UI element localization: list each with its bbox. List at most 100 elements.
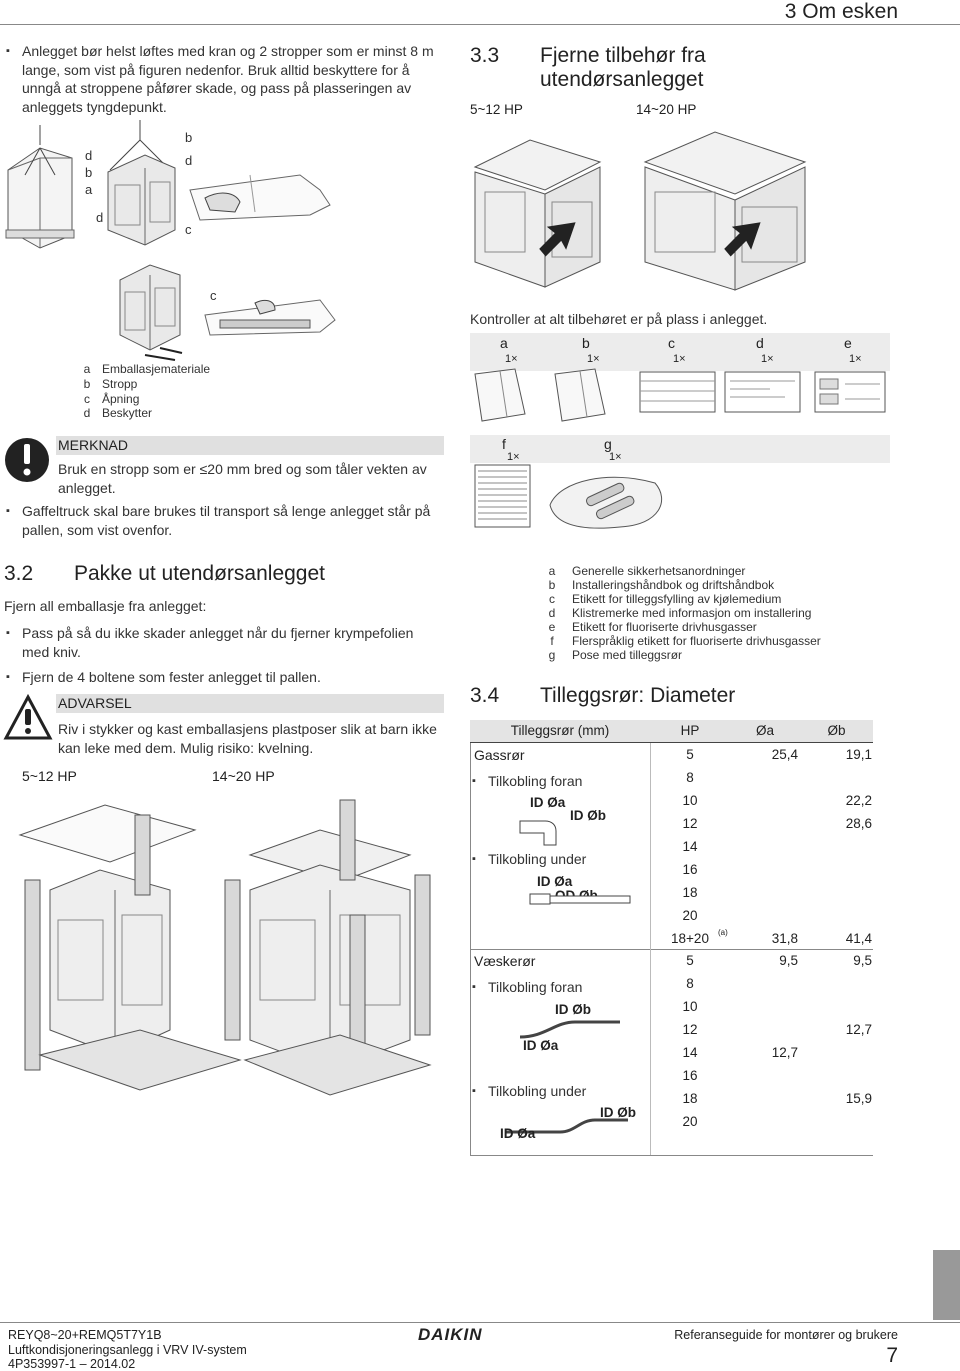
hp-cell: 16 — [682, 862, 698, 877]
legend-key: b — [548, 578, 556, 592]
hp-cell: 8 — [686, 770, 694, 785]
accessory-key: a — [500, 335, 508, 351]
legend-text: Generelle sikkerhetsanordninger — [572, 564, 746, 578]
liquid-front-ida: ID Øa — [523, 1038, 559, 1053]
exclamation-icon — [5, 438, 49, 482]
note-box: MERKNAD Bruk en stropp som er ≤20 mm bre… — [4, 428, 444, 498]
legend-text: Etikett for tilleggsfylling av kjølemedi… — [572, 592, 782, 606]
unpack-bullet: Pass på så du ikke skader anlegget når d… — [4, 624, 434, 661]
unpacking-figure — [10, 790, 450, 1120]
table-header-cell: Tilleggsrør (mm) — [510, 723, 610, 738]
hp-cell: 10 — [682, 793, 698, 808]
warning-text: Riv i stykker og kast emballasjens plast… — [58, 721, 437, 756]
fig-label-c2: c — [210, 288, 217, 303]
gas-conn-under: Tilkobling under — [470, 850, 586, 869]
diameter-a-cell: 9,5 — [779, 953, 798, 968]
legend-key: e — [548, 620, 556, 634]
footer-rule — [0, 1322, 960, 1323]
footnote-marker: (a) — [718, 928, 728, 937]
lifting-illustration — [5, 120, 336, 361]
table-bottom-rule — [470, 1155, 873, 1156]
liquid-front-idb: ID Øb — [555, 1002, 591, 1017]
fig-label-d1: d — [85, 148, 93, 163]
table-col-rule — [650, 743, 651, 1155]
unpack-bullet: Fjern de 4 boltene som fester anlegget t… — [4, 668, 434, 687]
accessory-key: c — [668, 335, 675, 351]
diameter-b-cell: 15,9 — [845, 1091, 872, 1106]
footer-system: Luftkondisjoneringsanlegg i VRV IV-syste… — [8, 1343, 247, 1357]
note-title: MERKNAD — [58, 437, 129, 453]
accessory-icons-2 — [474, 464, 663, 529]
footer-model: REYQ8~20+REMQ5T7Y1B — [8, 1328, 162, 1342]
table-header-cell: HP — [680, 723, 700, 738]
legend-key: d — [548, 606, 556, 620]
diameter-a-cell: 31,8 — [771, 931, 798, 946]
legend-text: Beskytter — [102, 406, 153, 420]
liquid-pipe-front-icon — [519, 1020, 620, 1039]
table-header-band — [470, 720, 873, 742]
pipe-straight-icon — [529, 893, 631, 905]
accessory-key: d — [756, 335, 764, 351]
hp-cell: 18+20 — [671, 931, 709, 946]
note-text: Bruk en stropp som er ≤20 mm bred og som… — [58, 461, 427, 496]
section-number: 3.4 — [470, 684, 500, 707]
liquid-under-idb: ID Øb — [600, 1105, 636, 1120]
legend-key: a — [83, 362, 91, 376]
legend-text: Stropp — [102, 377, 138, 391]
warning-box: ADVARSEL Riv i stykker og kast emballasj… — [3, 690, 444, 760]
accessory-key: e — [844, 335, 852, 351]
legend-row: c Åpning — [72, 392, 139, 406]
header-rule — [0, 24, 960, 25]
hp-cell: 14 — [682, 839, 698, 854]
footer-doc: 4P353997-1 – 2014.02 — [8, 1357, 136, 1371]
accessory-icons — [474, 368, 886, 422]
legend-text: Pose med tilleggsrør — [572, 648, 683, 662]
hp-cell: 5 — [686, 953, 694, 968]
hp-cell: 20 — [682, 908, 698, 923]
warning-title-bar — [56, 694, 444, 713]
accessory-qty: 1× — [761, 353, 774, 365]
hp-cell: 18 — [682, 885, 698, 900]
liquid-under-ida: ID Øa — [500, 1126, 536, 1141]
fig-label-a1: a — [85, 182, 93, 197]
fig-label-large: 14~20 HP — [636, 102, 697, 117]
accessory-key: b — [582, 335, 590, 351]
legend-text: Emballasjemateriale — [102, 362, 211, 376]
legend-key: c — [84, 392, 90, 406]
chapter-title: 3 Om esken — [784, 0, 898, 23]
liquid-pipe-under-icon — [505, 1118, 628, 1134]
section-title: Tilleggsrør: Diameter — [540, 684, 736, 707]
footer-guide: Referanseguide for montører og brukere — [674, 1328, 898, 1342]
unpacking-illustration — [18, 799, 432, 1096]
diameter-b-cell: 19,1 — [845, 747, 872, 762]
legend-text: Åpning — [102, 392, 140, 406]
liquid-pipe-label: Væskerør — [474, 953, 536, 969]
hp-cell: 20 — [682, 1114, 698, 1129]
legend-row: b Stropp — [72, 377, 138, 391]
lifting-figure: d b a b d d c c — [0, 120, 440, 361]
diameter-a-cell: 12,7 — [771, 1045, 798, 1060]
legend-key: b — [83, 377, 91, 391]
accessories-row-2: f 1× g 1× — [470, 435, 890, 535]
fig-label-d2: d — [185, 153, 193, 168]
accessory-removal-illustration — [473, 131, 807, 291]
diameter-b-cell: 28,6 — [845, 816, 872, 831]
table-header-cell: Øa — [755, 723, 774, 738]
warning-title: ADVARSEL — [58, 695, 132, 711]
fig-label-large: 14~20 HP — [212, 768, 275, 784]
table-header-cell: Øb — [827, 723, 846, 738]
accessory-qty: 1× — [673, 353, 686, 365]
hp-cell: 10 — [682, 999, 698, 1014]
gas-under-ida: ID Øa — [537, 874, 573, 889]
fig-label-d3: d — [96, 210, 104, 225]
section-number: 3.2 — [4, 562, 34, 585]
accessory-key: f — [502, 436, 506, 452]
gas-front-idb: ID Øb — [570, 808, 606, 823]
liquid-conn-front: Tilkobling foran — [470, 978, 582, 997]
